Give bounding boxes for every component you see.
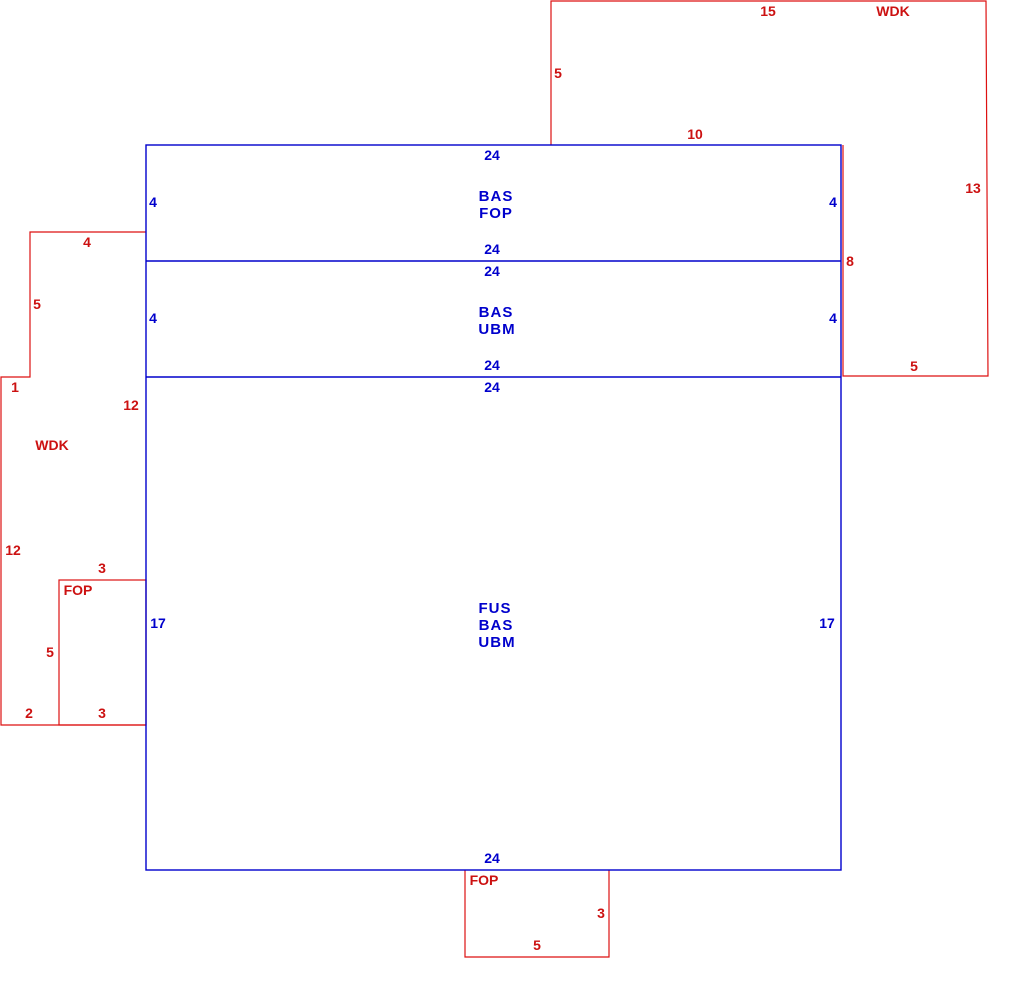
main-structure: 24 4 4 BAS FOP 24 24 4 4 BAS UBM 24 24 1… <box>145 144 842 871</box>
bottom-section-code-2: BAS <box>479 617 514 634</box>
deck-top-right-inner-left-dim: 8 <box>846 253 854 269</box>
bottom-section-top-dim: 24 <box>484 379 500 395</box>
deck-top-right-left-dim: 5 <box>554 65 562 81</box>
deck-left-left-dim: 12 <box>5 542 21 558</box>
top-section-code-2: FOP <box>479 205 513 222</box>
porch-bottom-code: FOP <box>470 872 499 888</box>
deck-left: 4 5 1 12 WDK 12 2 <box>0 231 146 726</box>
middle-section-code-1: BAS <box>479 304 514 321</box>
top-section-left-dim: 4 <box>149 194 157 210</box>
bottom-section-code-3: UBM <box>478 634 515 651</box>
deck-left-bottom-dim: 2 <box>25 705 33 721</box>
deck-top-right-outline <box>550 0 989 377</box>
middle-section-top-dim: 24 <box>484 263 500 279</box>
bottom-section-right-dim: 17 <box>819 615 835 631</box>
deck-top-right-top-dim: 15 <box>760 3 776 19</box>
porch-left-top-dim: 3 <box>98 560 106 576</box>
porch-bottom-bottom-dim: 5 <box>533 937 541 953</box>
deck-top-right: WDK 15 5 10 13 8 5 <box>550 0 989 377</box>
porch-left-bottom-dim: 3 <box>98 705 106 721</box>
porch-bottom: FOP 3 5 <box>464 870 610 958</box>
bottom-section-code-1: FUS <box>479 600 512 617</box>
top-section-top-dim: 24 <box>484 147 500 163</box>
porch-bottom-right-dim: 3 <box>597 905 605 921</box>
middle-section-right-dim: 4 <box>829 310 837 326</box>
deck-top-right-bottom-dim: 5 <box>910 358 918 374</box>
bottom-section-bottom-dim: 24 <box>484 850 500 866</box>
deck-left-top-dim: 4 <box>83 234 91 250</box>
deck-left-right-dim: 12 <box>123 397 139 413</box>
deck-left-upper-left-dim: 5 <box>33 296 41 312</box>
main-outline <box>145 144 842 871</box>
porch-left-outline <box>58 579 147 726</box>
middle-section-code-2: UBM <box>478 321 515 338</box>
top-section-code-1: BAS <box>479 188 514 205</box>
porch-left-code: FOP <box>64 582 93 598</box>
porch-left: 3 FOP 5 3 <box>46 560 147 726</box>
deck-left-code: WDK <box>35 437 68 453</box>
middle-section-left-dim: 4 <box>149 310 157 326</box>
porch-bottom-outline <box>464 870 610 958</box>
bottom-section-left-dim: 17 <box>150 615 166 631</box>
top-section-right-dim: 4 <box>829 194 837 210</box>
porch-left-left-dim: 5 <box>46 644 54 660</box>
top-section-bottom-dim: 24 <box>484 241 500 257</box>
deck-left-outline <box>0 231 146 726</box>
middle-section-bottom-dim: 24 <box>484 357 500 373</box>
deck-top-right-inner-top-dim: 10 <box>687 126 703 142</box>
deck-top-right-right-dim: 13 <box>965 180 981 196</box>
deck-top-right-code: WDK <box>876 3 909 19</box>
deck-left-step-dim: 1 <box>11 379 19 395</box>
